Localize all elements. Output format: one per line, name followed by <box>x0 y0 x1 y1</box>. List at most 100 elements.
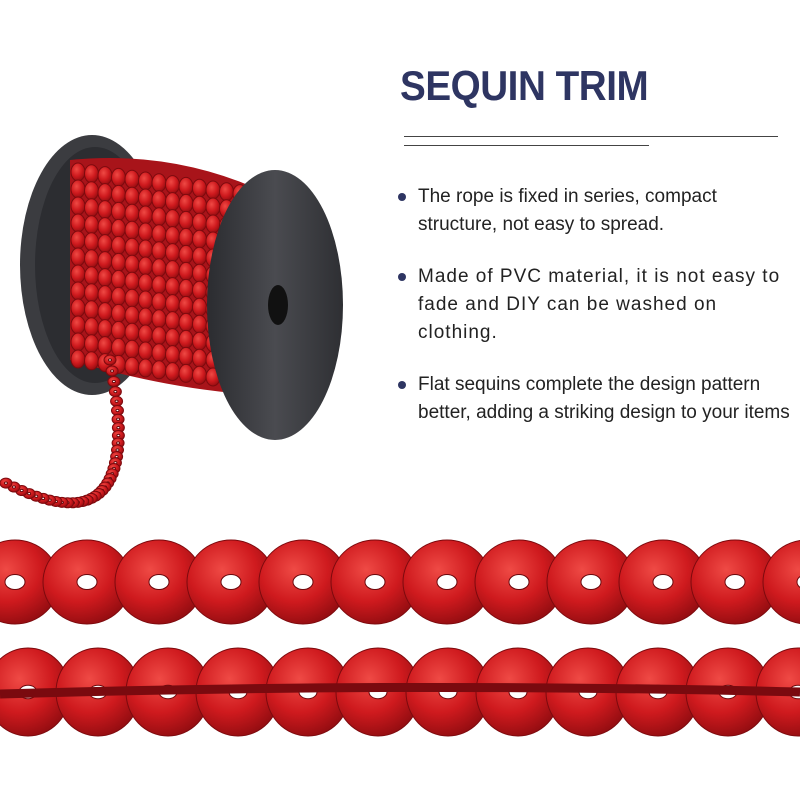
sequin <box>70 179 86 199</box>
sequin <box>105 365 119 377</box>
sequin <box>205 197 221 217</box>
sequin <box>111 167 126 187</box>
bullet-dot-icon <box>398 193 406 201</box>
sequin <box>178 244 194 264</box>
sequin <box>124 237 140 257</box>
sequin <box>138 273 153 293</box>
sequin <box>138 307 153 327</box>
sequin <box>192 280 207 300</box>
sequin <box>124 322 140 342</box>
closeup-sequin-row-top <box>0 539 800 625</box>
sequin <box>111 286 126 306</box>
sequin <box>110 395 124 407</box>
sequin <box>138 341 153 361</box>
sequin <box>97 166 113 186</box>
sequin <box>97 285 113 305</box>
sequin <box>178 312 194 332</box>
sequin <box>70 349 86 369</box>
sequin <box>97 183 113 203</box>
sequin <box>192 263 207 283</box>
sequin <box>111 218 126 238</box>
sequin <box>178 295 194 315</box>
sequin <box>151 241 167 261</box>
sequin <box>70 264 86 284</box>
sequin <box>165 226 180 246</box>
sequin <box>124 186 140 206</box>
sequin <box>205 214 221 234</box>
sequin <box>151 343 167 363</box>
sequin <box>70 281 86 301</box>
sequin <box>258 539 348 625</box>
sequin <box>84 249 99 269</box>
sequin <box>111 337 126 357</box>
sequin <box>219 182 234 202</box>
sequin <box>70 196 86 216</box>
sequin <box>97 319 113 339</box>
sequin <box>84 334 99 354</box>
sequin <box>138 205 153 225</box>
sequin <box>151 224 167 244</box>
sequin <box>70 162 86 182</box>
sequin <box>138 171 153 191</box>
sequin <box>618 539 708 625</box>
sequin <box>186 539 276 625</box>
sequin <box>124 356 140 376</box>
sequin <box>192 297 207 317</box>
sequin <box>84 215 99 235</box>
sequin <box>84 300 99 320</box>
sequin <box>124 203 140 223</box>
sequin <box>138 290 153 310</box>
sequin <box>138 324 153 344</box>
sequin <box>124 220 140 240</box>
sequin <box>178 261 194 281</box>
sequin <box>192 314 207 334</box>
sequin <box>192 212 207 232</box>
sequin <box>111 422 125 434</box>
sequin <box>192 229 207 249</box>
closeup-sequin-row-bottom <box>0 647 800 737</box>
sequin <box>165 175 180 195</box>
sequin <box>97 217 113 237</box>
sequin <box>192 195 207 215</box>
hanging-sequin-strand <box>0 354 125 509</box>
sequin <box>84 351 99 371</box>
sequin <box>151 190 167 210</box>
sequin <box>124 254 140 274</box>
sequin <box>165 362 180 382</box>
sequin <box>762 540 800 624</box>
title-divider-top <box>404 136 778 137</box>
sequin <box>165 277 180 297</box>
sequin <box>178 193 194 213</box>
sequin <box>151 292 167 312</box>
sequin <box>178 210 194 230</box>
feature-item: Flat sequins complete the design pattern… <box>398 371 790 427</box>
sequin <box>70 315 86 335</box>
sequin <box>151 207 167 227</box>
sequin <box>165 345 180 365</box>
sequin <box>165 260 180 280</box>
sequin <box>165 311 180 331</box>
sequin <box>192 178 207 198</box>
sequin <box>192 348 207 368</box>
sequin <box>165 294 180 314</box>
title-divider-bottom <box>404 145 649 146</box>
feature-item: Made of PVC material, it is not easy to … <box>398 263 790 347</box>
sequin <box>474 539 564 625</box>
sequin <box>151 326 167 346</box>
sequin <box>111 184 126 204</box>
sequin <box>124 288 140 308</box>
sequin <box>192 331 207 351</box>
sequin <box>84 232 99 252</box>
sequin <box>205 180 221 200</box>
sequin <box>178 278 194 298</box>
sequin <box>111 201 126 221</box>
spool-front-flange <box>207 170 343 440</box>
sequin <box>97 234 113 254</box>
sequin <box>70 230 86 250</box>
sequin <box>138 358 153 378</box>
sequin <box>107 376 121 388</box>
sequin <box>192 246 207 266</box>
sequin <box>151 360 167 380</box>
